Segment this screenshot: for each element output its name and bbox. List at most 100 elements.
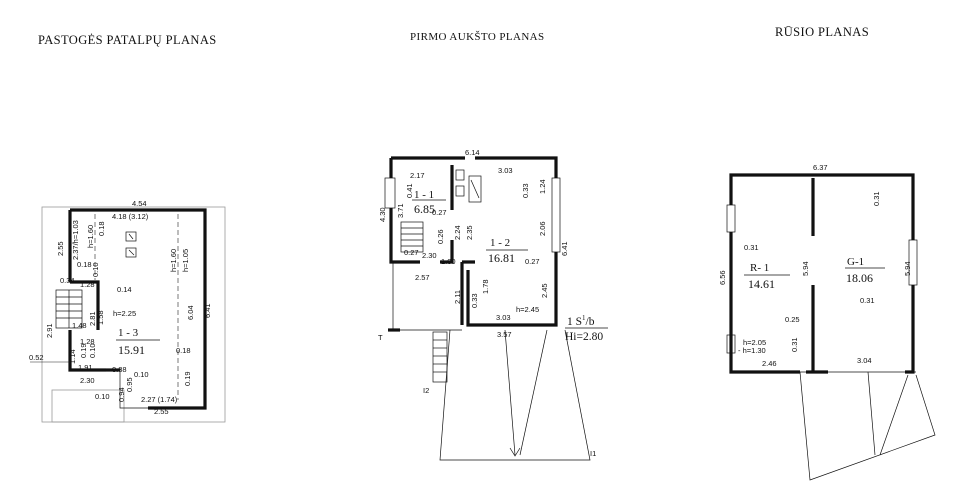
basement-slope-lines [867,371,909,456]
first-dim-235: 2.35 [465,225,474,240]
attic-wall-stair-corner [119,368,148,409]
basement-dim-637: 6.37 [813,163,828,172]
first-dim-027c: 0.27 [525,257,540,266]
first-room-b-area: 16.81 [488,251,515,265]
first-dim-230: 2.30 [422,251,437,260]
first-room-a-id: 1 - 1 [414,189,434,201]
basement-dim-594b: 5.94 [903,261,912,276]
first-dim-303b: 3.03 [496,313,511,322]
basement-dim-031c: 0.31 [860,296,875,305]
attic-dim-094: 0.94 [117,387,126,402]
first-dim-641: 6.41 [560,241,569,256]
first-terrain-outline [439,329,591,461]
attic-dim-018: 0.18 [77,260,92,269]
attic-dim-038: 0.38 [112,365,127,374]
first-porch-outline [392,262,462,331]
first-wall-outer [391,156,558,327]
attic-room-area: 15.91 [118,343,145,357]
attic-dim-158: 1.58 [96,310,105,325]
basement-h-label-b: - h=1.30 [738,346,766,355]
basement-room-b-area: 18.06 [846,271,873,285]
first-dim-224: 2.24 [453,225,462,240]
attic-dim-227: 2.27 (1.74) [141,395,178,404]
attic-chimney-bottom [125,247,137,258]
first-building-label: 1 S1/b [567,314,595,328]
first-dim-027a: 0.27 [432,208,447,217]
first-dim-124: 1.24 [538,179,547,194]
first-room-b-id: 1 - 2 [490,237,510,249]
attic-dim-148: 1.48 [72,321,87,330]
attic-dim-019: 0.19 [79,343,88,358]
first-window-left [384,177,396,209]
basement-room-b-id: G-1 [847,256,864,268]
attic-dim-052: 0.52 [29,353,44,362]
attic-dim-019b: 0.19 [183,371,192,386]
attic-dim-h103: 2.37/h=1.03 [71,220,80,260]
first-wall-annex [460,260,475,325]
attic-dim-014: 0.14 [117,285,132,294]
first-dim-211: 2.11 [453,290,462,304]
attic-wall-left [68,210,106,372]
first-dim-257: 2.57 [415,273,430,282]
first-dim-033b: 0.33 [470,293,479,308]
attic-dim-010c: 0.10 [134,370,149,379]
first-dim-100: 1.00 [441,257,456,266]
attic-dim-018-top: 0.18 [97,221,106,236]
attic-chimney-top [125,231,137,242]
attic-room-id: 1 - 3 [118,327,139,339]
first-dim-371: 3.71 [396,203,405,218]
first-dim-614: 6.14 [465,148,480,157]
first-dim-041: 0.41 [405,183,414,198]
attic-dim-604: 6.04 [186,305,195,320]
first-dim-206: 2.06 [538,221,547,236]
attic-h-label: h=2.25 [113,309,136,318]
attic-dim-281: 2.81 [88,311,97,326]
basement-room-a-area: 14.61 [748,277,775,291]
first-stairs [400,221,424,253]
attic-plan-title: PASTOGĖS PATALPŲ PLANAS [38,33,217,47]
first-marker-t: T [378,333,383,342]
first-marker-i2: I2 [423,386,429,395]
first-floor-plan: 6.14 3.03 2.17 0.41 3.71 0.33 1.24 4.30 … [378,148,608,461]
basement-dim-025: 0.25 [785,315,800,324]
first-slope-lines [504,329,548,456]
attic-dim-h160-b: h=1.60 [169,249,178,272]
attic-dim-h160-a: h=1.60 [86,225,95,248]
first-dim-033: 0.33 [521,183,530,198]
attic-dim-inner-top: 4.18 (3.12) [112,212,149,221]
attic-dim-291: 2.91 [45,323,54,338]
attic-dim-top: 4.54 [132,199,147,208]
attic-dim-095: 0.95 [125,377,134,392]
attic-dim-010b: 0.10 [88,343,97,358]
basement-plan: 6.37 0.31 0.31 6.56 5.94 5.94 0.31 0.25 … [718,163,936,481]
attic-dim-128: 1.28 [80,280,95,289]
first-entry-stairs [432,331,448,383]
attic-dim-010d: 0.10 [95,392,110,401]
attic-dim-114: 1.14 [68,349,77,364]
attic-dim-255b: 2.55 [154,407,169,416]
basement-dim-656: 6.56 [718,270,727,285]
first-dim-430: 4.30 [378,207,387,222]
first-stove [468,175,482,203]
basement-plan-title: RŪSIO PLANAS [775,25,869,39]
attic-balcony-outline [51,389,125,423]
first-wall-interior [440,165,454,264]
first-room-a-area: 6.85 [414,202,435,216]
first-dim-245: 2.45 [540,283,549,298]
first-h-label: h=2.45 [516,305,539,314]
first-wall-left [389,158,420,264]
basement-dim-304: 3.04 [857,356,872,365]
basement-dim-594a: 5.94 [801,261,810,276]
first-dim-178: 1.78 [481,279,490,294]
basement-h-label-a: h=2.05 [743,338,766,347]
first-dim-027b: 0.27 [404,248,419,257]
first-floor-plan-title: PIRMO AUKŠTO PLANAS [410,31,545,43]
attic-dim-034: 0.34 [60,276,75,285]
attic-dim-128b: 1.28 [80,337,95,346]
first-marker-i1: I1 [590,449,596,458]
first-dim-217: 2.17 [410,171,425,180]
basement-dim-031a: 0.31 [872,191,881,206]
attic-dim-h105: h=1.05 [181,249,190,272]
attic-dim-018b: 0.18 [176,346,191,355]
